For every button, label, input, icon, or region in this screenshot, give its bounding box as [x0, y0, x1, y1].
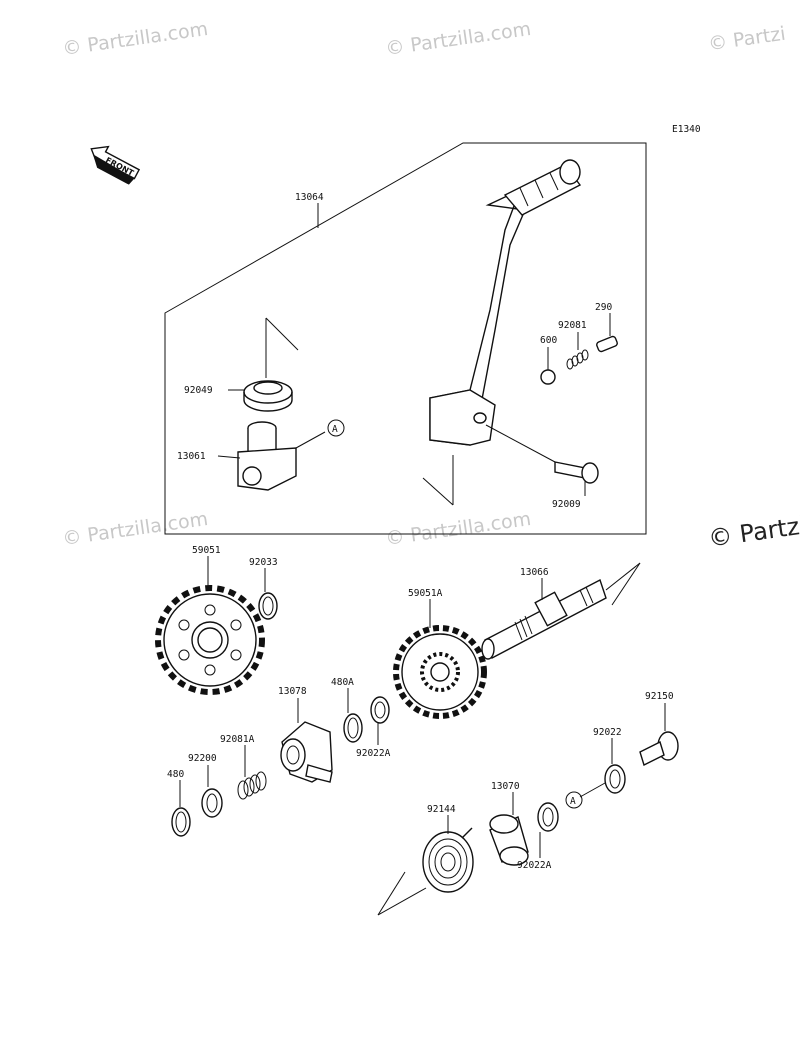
- washer-92200: [201, 788, 223, 818]
- kick-shaft-13061: [237, 421, 297, 491]
- spring-92081a: [237, 771, 267, 800]
- part-label-13061: 13061: [177, 451, 206, 462]
- circlip-480: [171, 807, 191, 837]
- washer-92033: [258, 592, 278, 620]
- gear-59051a: [393, 625, 487, 719]
- part-label-13066: 13066: [520, 567, 549, 578]
- part-label-92022a-1: 92022A: [356, 748, 391, 759]
- ref-a-label: A: [332, 424, 338, 435]
- plug-290: [596, 335, 618, 353]
- gear-59051: [155, 585, 265, 695]
- part-label-92081: 92081: [558, 320, 587, 331]
- part-label-480a: 480A: [331, 677, 354, 688]
- part-label-59051a: 59051A: [408, 588, 443, 599]
- part-label-480: 480: [167, 769, 184, 780]
- bolt-92150: [639, 731, 679, 766]
- ref-circle-a-1: [327, 419, 345, 437]
- ref-a-label: A: [570, 796, 576, 807]
- ratchet-13078: [280, 721, 333, 783]
- part-label-13078: 13078: [278, 686, 307, 697]
- part-label-92150: 92150: [645, 691, 674, 702]
- oil-seal-92049: [243, 380, 293, 412]
- bolt-92009: [554, 461, 599, 484]
- part-label-13070: 13070: [491, 781, 520, 792]
- part-label-290: 290: [595, 302, 612, 313]
- ball-600: [540, 369, 556, 385]
- washer-92022: [604, 764, 626, 794]
- ref-circle-a-2: [565, 791, 583, 809]
- circlip-480a: [343, 713, 363, 743]
- spring-92081: [566, 349, 589, 370]
- kick-shaft-13066: [481, 578, 607, 660]
- part-label-92144: 92144: [427, 804, 456, 815]
- part-label-92200: 92200: [188, 753, 217, 764]
- kick-pedal-lever: [429, 159, 582, 446]
- part-label-13064: 13064: [295, 192, 324, 203]
- part-label-92033: 92033: [249, 557, 278, 568]
- part-label-600: 600: [540, 335, 557, 346]
- part-label-59051: 59051: [192, 545, 221, 556]
- bushing-13070: [489, 814, 529, 866]
- washer-92022a-2: [537, 802, 559, 832]
- torsion-spring-92144: [422, 827, 474, 893]
- diagram-code: E1340: [672, 124, 701, 135]
- part-label-92022: 92022: [593, 727, 622, 738]
- part-label-92081a: 92081A: [220, 734, 255, 745]
- washer-92022a-1: [370, 696, 390, 724]
- part-label-92049: 92049: [184, 385, 213, 396]
- part-label-92022a-2: 92022A: [517, 860, 552, 871]
- part-label-92009: 92009: [552, 499, 581, 510]
- front-arrow-icon: FRONT: [90, 145, 141, 185]
- kick-pedal-assembly-box: [164, 142, 647, 535]
